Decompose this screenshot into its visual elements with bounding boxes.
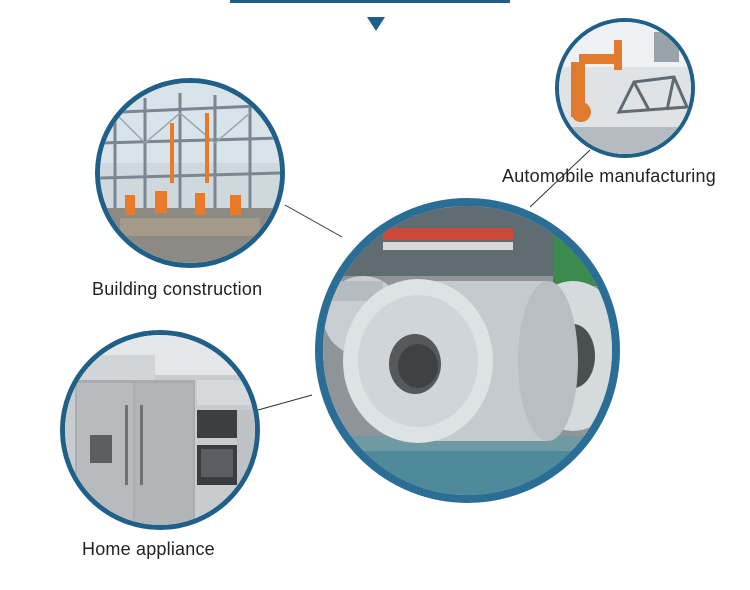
home-appliance-photo <box>60 330 260 530</box>
connector-home <box>257 394 313 411</box>
building-construction-photo <box>95 78 285 268</box>
building-construction-label: Building construction <box>92 279 263 299</box>
top-divider-bar <box>230 0 510 3</box>
automobile-manufacturing-photo <box>555 18 695 158</box>
down-arrow-icon <box>367 17 385 31</box>
automobile-manufacturing-label: Automobile manufacturing <box>502 166 716 186</box>
steel-coil-photo <box>315 198 620 503</box>
connector-building <box>284 204 343 238</box>
home-appliance-label: Home appliance <box>82 539 215 559</box>
